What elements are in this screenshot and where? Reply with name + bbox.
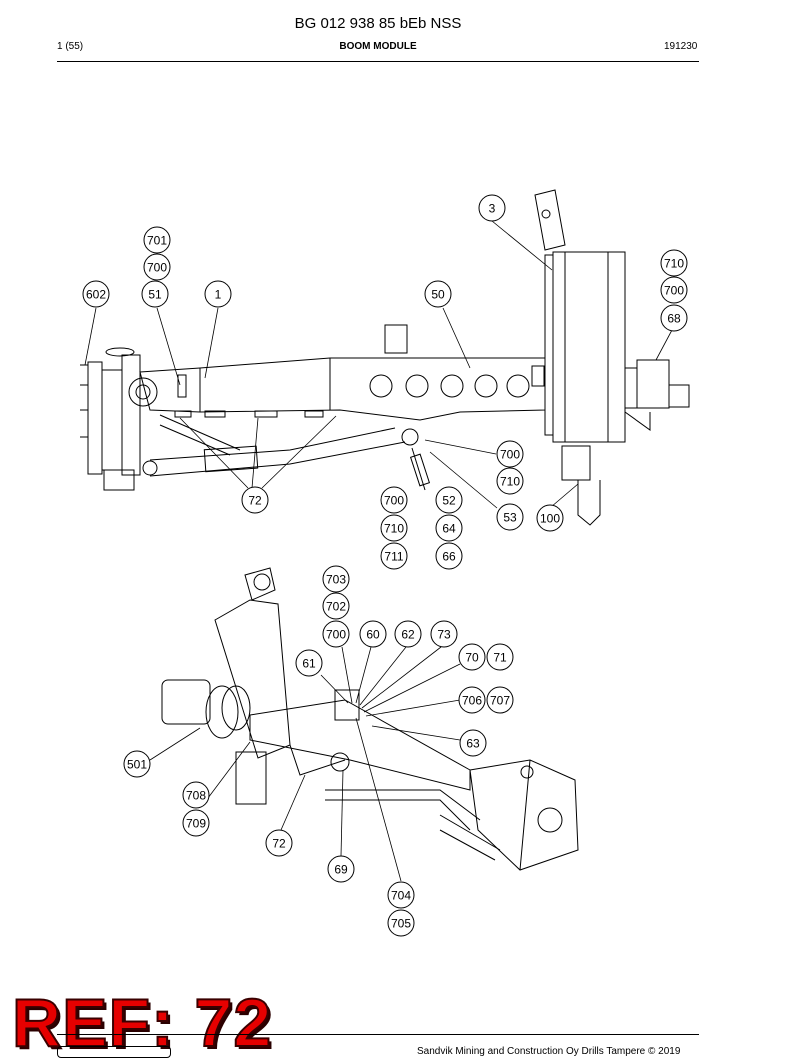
callout-label: 1 bbox=[215, 288, 222, 302]
callout-label: 710 bbox=[384, 522, 404, 536]
callout-label: 703 bbox=[326, 573, 346, 587]
callout-label: 63 bbox=[466, 737, 480, 751]
bottom-callout-704: 704 bbox=[387, 881, 415, 909]
bottom-callout-71: 71 bbox=[486, 643, 514, 671]
callout-label: 710 bbox=[500, 475, 520, 489]
callout-label: 708 bbox=[186, 789, 206, 803]
callout-label: 70 bbox=[465, 651, 479, 665]
callout-label: 50 bbox=[431, 288, 445, 302]
bottom-callout-70: 70 bbox=[458, 643, 486, 671]
callout-label: 60 bbox=[366, 628, 380, 642]
top-callout-700: 700 bbox=[143, 253, 171, 281]
callout-label: 61 bbox=[302, 657, 316, 671]
bottom-callout-702: 702 bbox=[322, 592, 350, 620]
bottom-callout-705: 705 bbox=[387, 909, 415, 937]
boom-isometric-view bbox=[161, 567, 579, 871]
callout-label: 71 bbox=[493, 651, 507, 665]
callout-label: 62 bbox=[401, 628, 415, 642]
bottom-callout-708: 708 bbox=[182, 781, 210, 809]
bottom-callout-61: 61 bbox=[295, 649, 323, 677]
sandvik-logo bbox=[57, 1046, 171, 1058]
callout-label: 100 bbox=[540, 512, 560, 526]
top-callout-64: 64 bbox=[435, 514, 463, 542]
top-callout-1: 1 bbox=[204, 280, 232, 308]
top-callout-53: 53 bbox=[496, 503, 524, 531]
top-callout-700: 700 bbox=[380, 486, 408, 514]
top-callout-50: 50 bbox=[424, 280, 452, 308]
callout-group: 3 701 700 51 1 602 50 710 700 68 700 710 72 700 52 710 6… bbox=[82, 194, 688, 937]
bottom-callout-703: 703 bbox=[322, 565, 350, 593]
leaders-bottom bbox=[149, 646, 461, 882]
section-title: BOOM MODULE bbox=[339, 41, 417, 52]
top-callout-602: 602 bbox=[82, 280, 110, 308]
callout-label: 711 bbox=[384, 550, 403, 564]
header-rule bbox=[57, 61, 699, 62]
top-callout-52: 52 bbox=[435, 486, 463, 514]
callout-label: 51 bbox=[148, 288, 162, 302]
top-callout-700: 700 bbox=[496, 440, 524, 468]
boom-side-view bbox=[80, 189, 690, 526]
bottom-callout-73: 73 bbox=[430, 620, 458, 648]
page-number: 1 (55) bbox=[57, 41, 84, 52]
leaders-top bbox=[84, 220, 673, 509]
callout-label: 709 bbox=[186, 817, 206, 831]
bottom-callout-60: 60 bbox=[359, 620, 387, 648]
callout-label: 66 bbox=[442, 550, 456, 564]
top-callout-3: 3 bbox=[478, 194, 506, 222]
callout-label: 701 bbox=[147, 234, 167, 248]
footer-rule bbox=[57, 1034, 699, 1035]
reference-stamp: REF: 72 bbox=[11, 984, 273, 1062]
callout-label: 710 bbox=[664, 257, 684, 271]
callout-label: 704 bbox=[391, 889, 411, 903]
callout-label: 72 bbox=[272, 837, 286, 851]
callout-label: 52 bbox=[442, 494, 456, 508]
top-callout-710: 710 bbox=[496, 467, 524, 495]
bottom-callout-63: 63 bbox=[459, 729, 487, 757]
top-callout-68: 68 bbox=[660, 304, 688, 332]
callout-label: 706 bbox=[462, 694, 482, 708]
top-callout-710: 710 bbox=[380, 514, 408, 542]
callout-label: 501 bbox=[127, 758, 147, 772]
top-callout-701: 701 bbox=[143, 226, 171, 254]
callout-label: 64 bbox=[442, 522, 456, 536]
bottom-callout-709: 709 bbox=[182, 809, 210, 837]
top-callout-100: 100 bbox=[536, 504, 564, 532]
top-callout-72: 72 bbox=[241, 486, 269, 514]
callout-label: 73 bbox=[437, 628, 451, 642]
callout-label: 53 bbox=[503, 511, 517, 525]
callout-label: 700 bbox=[326, 628, 346, 642]
top-callout-51: 51 bbox=[141, 280, 169, 308]
callout-label: 3 bbox=[489, 202, 496, 216]
footer-copyright: Sandvik Mining and Construction Oy Drill… bbox=[417, 1046, 681, 1057]
callout-label: 700 bbox=[147, 261, 167, 275]
top-callout-66: 66 bbox=[435, 542, 463, 570]
callout-label: 702 bbox=[326, 600, 346, 614]
callout-label: 700 bbox=[664, 284, 684, 298]
bottom-callout-706: 706 bbox=[458, 686, 486, 714]
callout-label: 700 bbox=[384, 494, 404, 508]
bottom-callout-501: 501 bbox=[123, 750, 151, 778]
bottom-callout-62: 62 bbox=[394, 620, 422, 648]
bottom-callout-69: 69 bbox=[327, 855, 355, 883]
callout-label: 72 bbox=[248, 494, 262, 508]
callout-label: 69 bbox=[334, 863, 348, 877]
top-callout-711: 711 bbox=[380, 542, 408, 570]
bottom-callout-700: 700 bbox=[322, 620, 350, 648]
bottom-callout-72: 72 bbox=[265, 829, 293, 857]
callout-label: 705 bbox=[391, 917, 411, 931]
document-title: BG 012 938 85 bEb NSS bbox=[294, 15, 462, 32]
callout-label: 602 bbox=[86, 288, 106, 302]
callout-label: 700 bbox=[500, 448, 520, 462]
top-callout-700: 700 bbox=[660, 276, 688, 304]
bottom-callout-707: 707 bbox=[486, 686, 514, 714]
callout-label: 707 bbox=[490, 694, 510, 708]
top-callout-710: 710 bbox=[660, 249, 688, 277]
document-code: 191230 bbox=[664, 41, 698, 52]
callout-label: 68 bbox=[667, 312, 681, 326]
